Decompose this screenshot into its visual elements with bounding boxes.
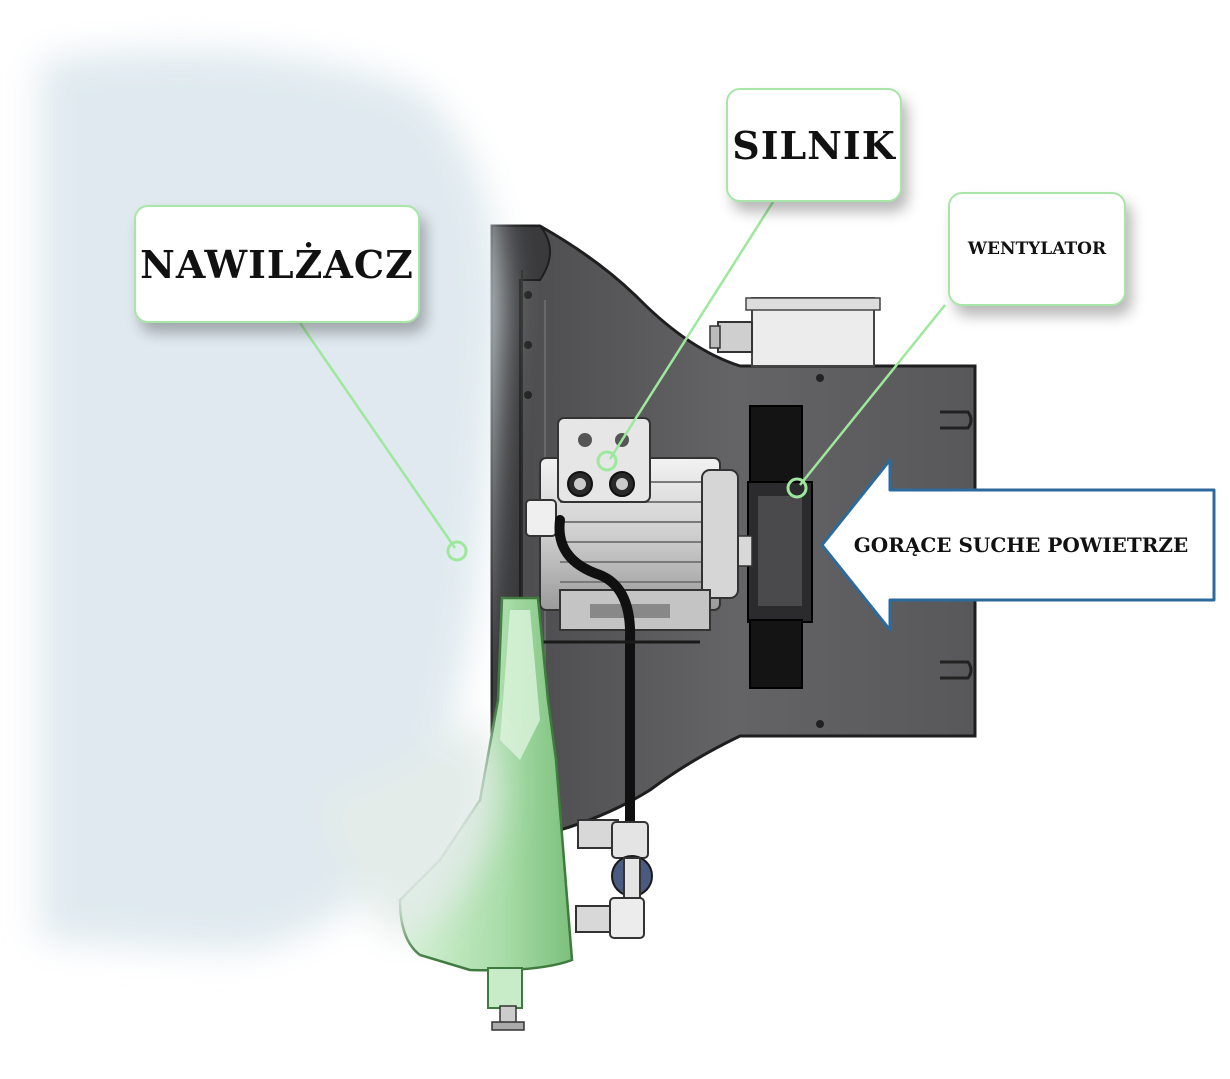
fan-pointer — [786, 477, 808, 499]
leader-lines — [298, 201, 946, 549]
junction-box — [709, 297, 881, 367]
hot-air-arrow — [820, 458, 1216, 632]
fan-impeller — [735, 405, 813, 689]
motor-label: SILNIK — [726, 88, 902, 202]
humid-mist — [40, 50, 500, 952]
valve-fittings — [575, 819, 653, 939]
fan-label: WENTYLATOR — [948, 192, 1126, 306]
motor-pointer — [596, 450, 618, 472]
water-hose — [554, 515, 636, 835]
humidifier-label: NAWILŻACZ — [134, 205, 420, 323]
humidifier-pointer — [446, 540, 468, 562]
hot-dry-air-label: GORĄCE SUCHE POWIETRZE — [853, 533, 1189, 557]
